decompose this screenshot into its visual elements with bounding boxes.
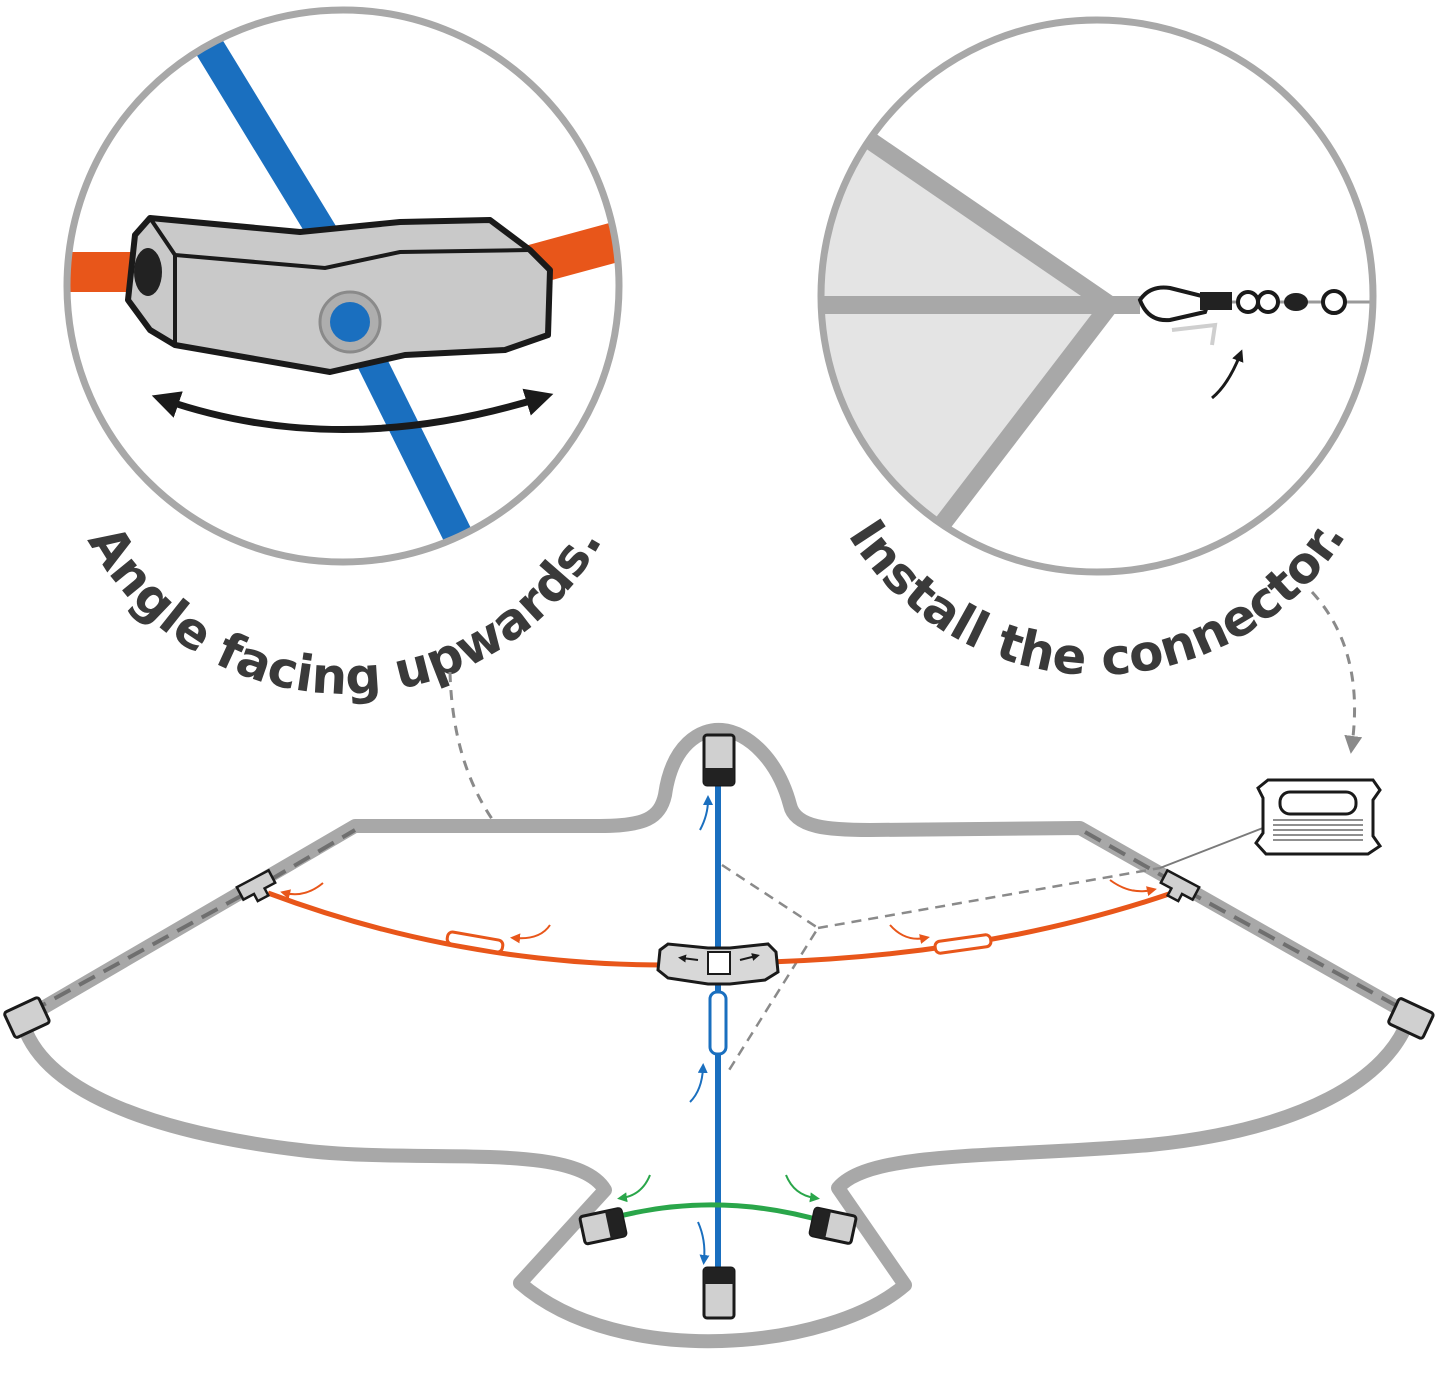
left-callout: Angle facing upwards. <box>63 6 623 706</box>
leading-edge-right <box>1084 830 1171 882</box>
snap-swivel-icon <box>1137 285 1347 346</box>
rotate-arrow-icon <box>151 388 554 433</box>
dashed-pointer-arrow-icon <box>1310 590 1363 754</box>
tail-cap <box>702 1266 736 1320</box>
green-tail-spar <box>611 1202 827 1225</box>
sail-panel <box>821 110 1110 572</box>
central-connector-icon <box>125 215 553 375</box>
right-t-fitting <box>1159 868 1201 903</box>
kite-line-winder-icon <box>1254 778 1383 856</box>
left-tail-cap <box>578 1207 628 1246</box>
nose-cap <box>702 733 736 787</box>
left-zoom-circle <box>63 6 623 566</box>
right-zoom-circle <box>817 16 1377 576</box>
central-connector-icon <box>656 942 780 986</box>
right-wingtip-cap <box>1387 997 1435 1040</box>
left-t-fitting <box>235 868 277 903</box>
left-wingtip-cap <box>3 996 51 1039</box>
blue-spine-upper <box>192 32 343 253</box>
right-callout: Install the connector. <box>817 16 1377 687</box>
leading-edge-left <box>29 878 271 1014</box>
curl-arrow-icon <box>1211 349 1244 400</box>
bridle-line <box>721 863 820 1076</box>
right-tail-cap <box>808 1206 858 1245</box>
flying-line <box>1159 825 1269 869</box>
